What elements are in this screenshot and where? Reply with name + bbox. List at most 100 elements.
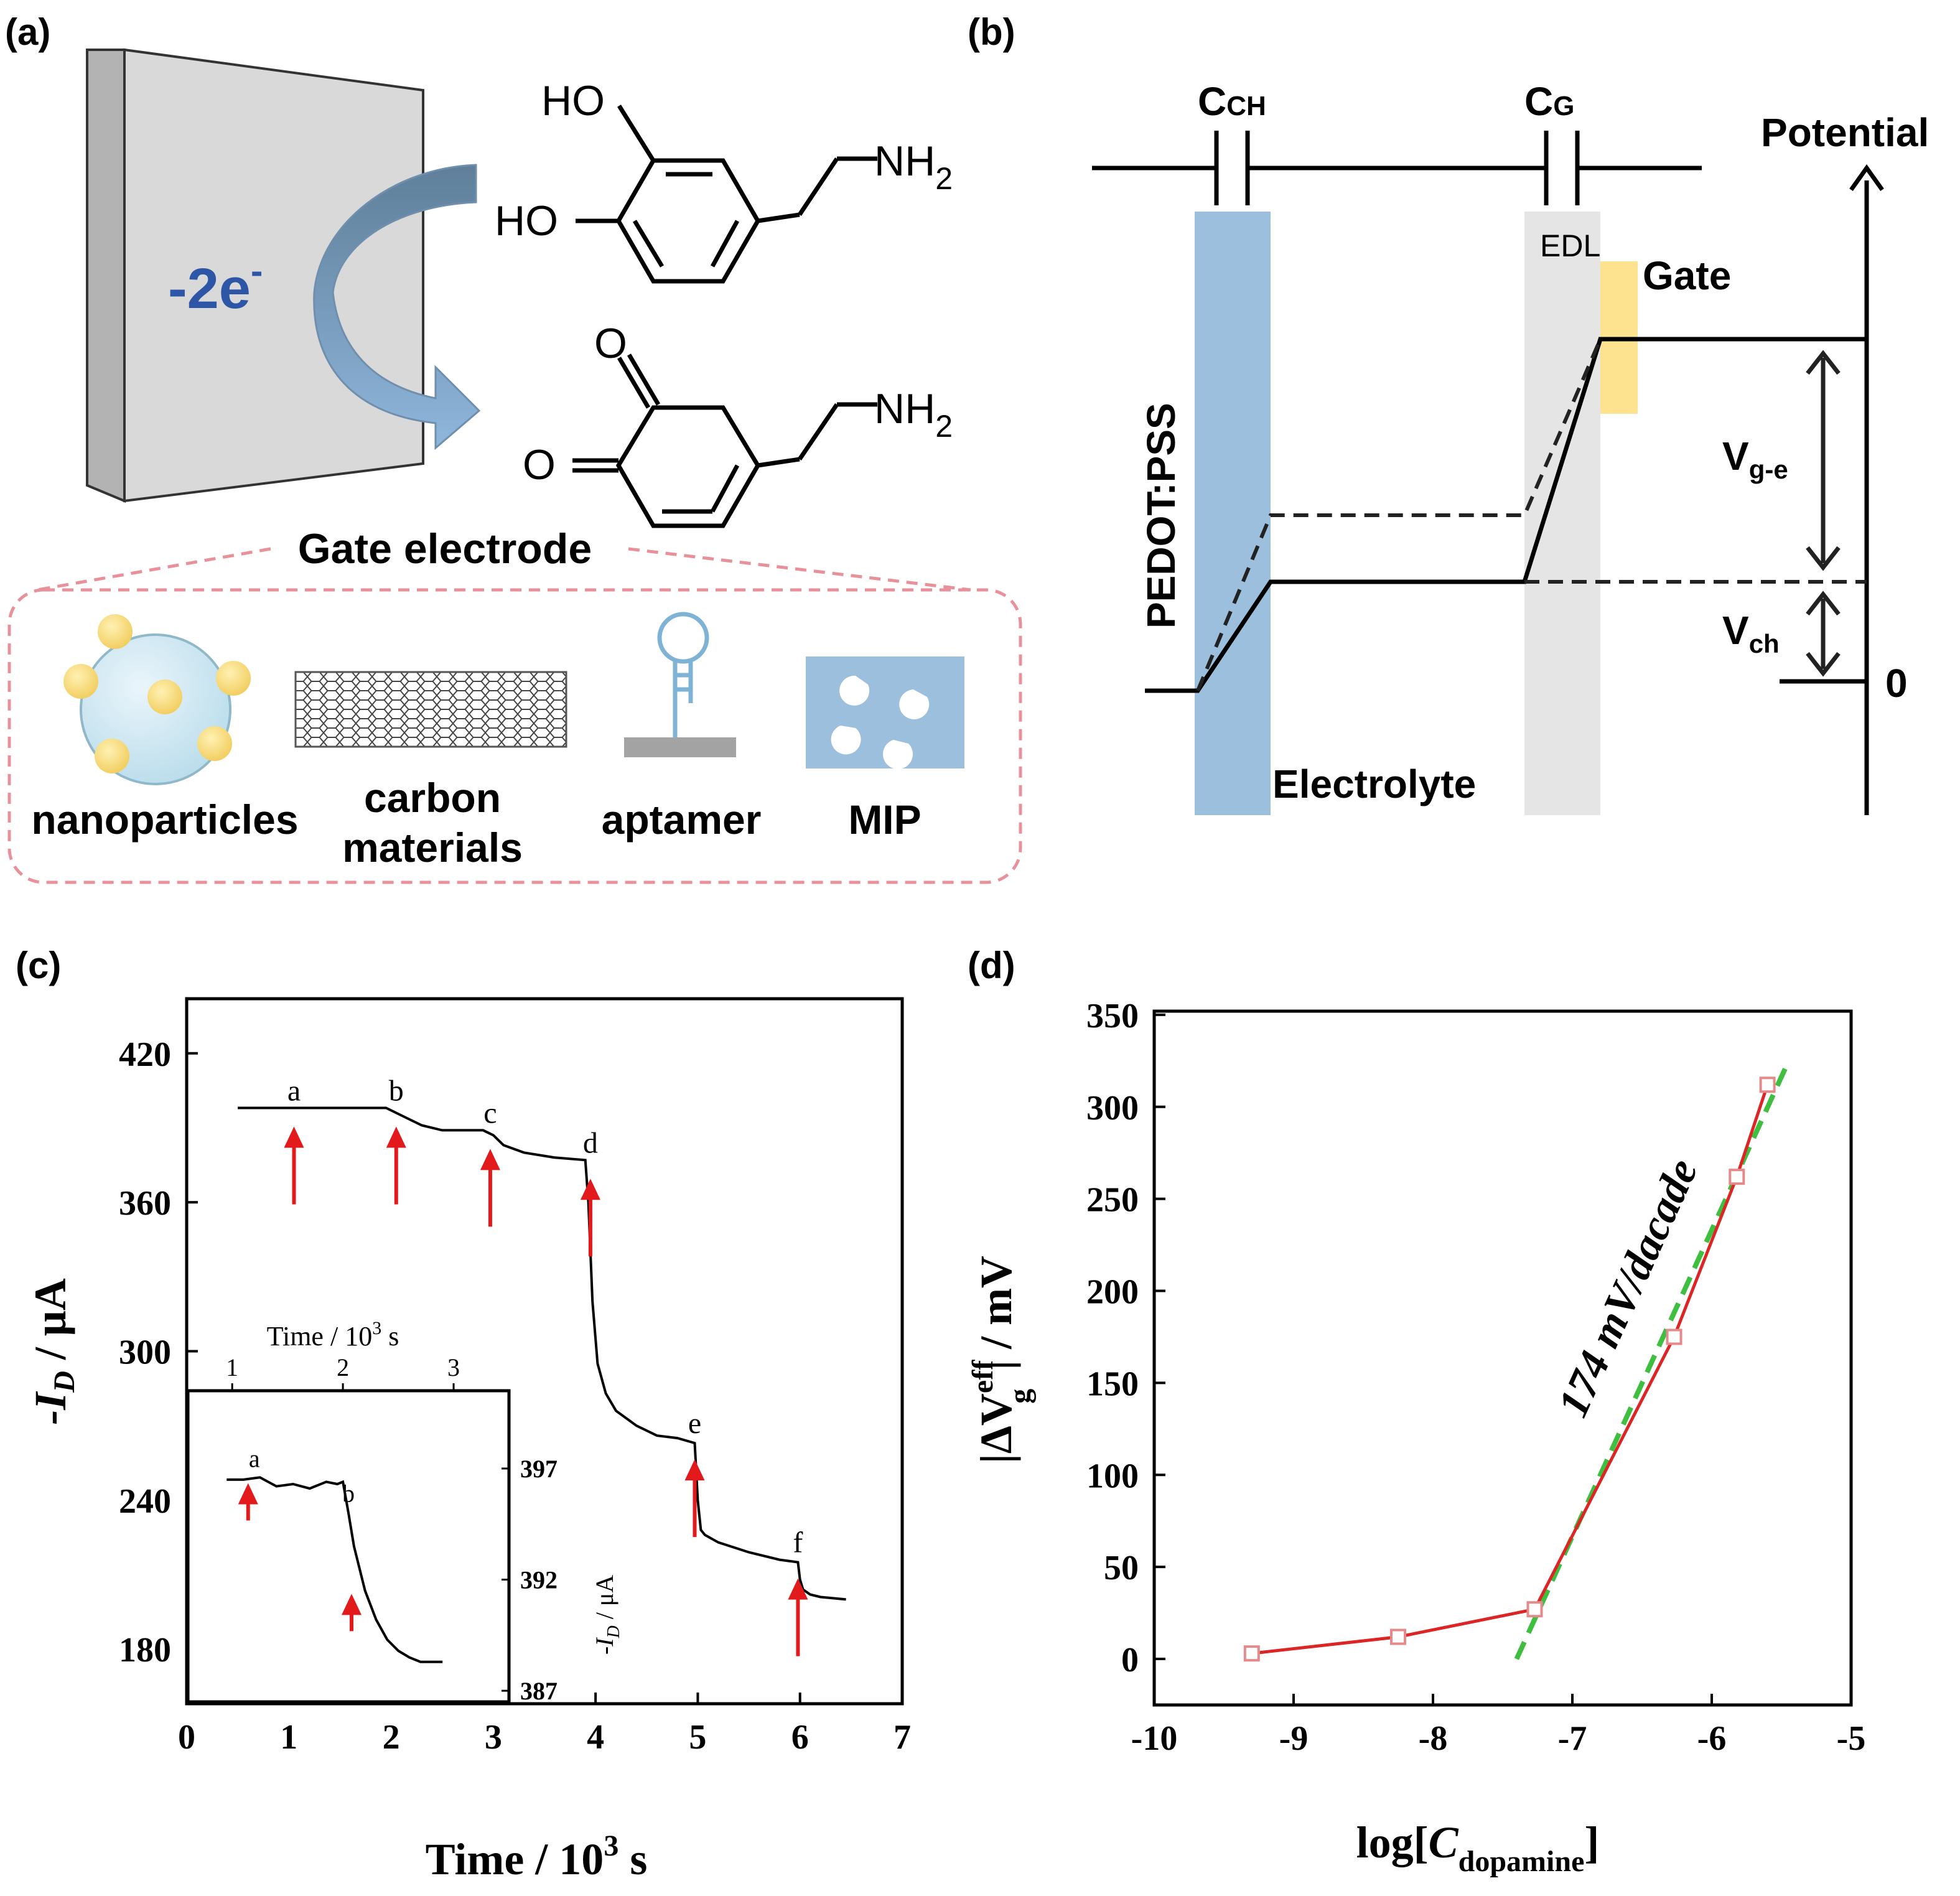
- pedot-pss-label: PEDOT:PSS: [1139, 403, 1183, 628]
- d-data-point: [1666, 1329, 1682, 1345]
- chart-c-inset-frame: [186, 1389, 511, 1704]
- modifier-label-materials: materials: [342, 824, 523, 871]
- c-event-arrow-c: [480, 1149, 500, 1227]
- v-ge-double-arrow: [1806, 350, 1841, 571]
- potential-profile-solid: [1145, 337, 1867, 693]
- d-data-point: [1729, 1169, 1745, 1185]
- d-xtick-label: -8: [1419, 1719, 1448, 1758]
- ci-event-arrow-a: [238, 1483, 258, 1521]
- c-ytick-label: 180: [119, 1631, 171, 1670]
- d-xtick-label: -6: [1697, 1719, 1727, 1758]
- c-event-arrow-e: [684, 1459, 705, 1538]
- edl-label: EDL: [1540, 228, 1600, 263]
- chart-c-current-trace: [238, 1106, 846, 1601]
- c-event-label-c: c: [483, 1096, 497, 1129]
- c-event-arrow-a-head: [284, 1126, 304, 1148]
- c-ytick-label: 300: [119, 1333, 171, 1372]
- c-event-arrow-e-head: [684, 1459, 705, 1481]
- c-event-label-d: d: [583, 1126, 598, 1159]
- chart-c-y-axis: 180 240 300 360 420: [119, 1035, 198, 1670]
- v-ge-label: Vg-e: [1722, 434, 1788, 484]
- v-ch-label: Vch: [1722, 608, 1780, 658]
- d-xtick-label: -9: [1279, 1719, 1309, 1758]
- quinone-amine-label: NH2: [874, 385, 953, 444]
- ci-xtick-label: 3: [447, 1353, 460, 1381]
- zero-potential-label: 0: [1885, 661, 1908, 706]
- chart-d-x-axis-title: log[Cdopamine]: [1356, 1818, 1600, 1878]
- c-xtick-label: 4: [587, 1718, 604, 1757]
- gate-electrode-callout-box: [7, 547, 1022, 884]
- aptamer-hairpin-icon: [624, 612, 736, 757]
- dopaquinone-structure: [572, 353, 877, 528]
- electron-transfer-label: -2e-: [168, 251, 263, 320]
- dopamine-hydroxyl-top: HO: [541, 77, 605, 124]
- dopamine-structure: [576, 105, 877, 284]
- dopamine-amine-label: NH2: [874, 138, 953, 196]
- c-xtick-label: 1: [280, 1718, 297, 1757]
- potential-profile-dashed: [1196, 338, 1602, 692]
- ci-event-arrow-b-head: [342, 1594, 362, 1615]
- chart-c-inset-y-axis-title: -ID / μA: [590, 1575, 623, 1655]
- d-ytick-label: 300: [1086, 1089, 1139, 1128]
- chart-d-fit-line: [1514, 1063, 1790, 1660]
- d-ytick-label: 0: [1121, 1641, 1139, 1679]
- d-ytick-label: 350: [1086, 997, 1139, 1035]
- c-event-arrow-d-head: [580, 1179, 600, 1200]
- carbon-nanotube-icon: [294, 671, 567, 748]
- panel-b-label: (b): [968, 11, 1015, 53]
- c-ytick-label: 420: [119, 1035, 171, 1074]
- d-ytick-label: 250: [1086, 1181, 1139, 1220]
- oxidation-arrow-icon: [313, 164, 481, 451]
- c-xtick-label: 5: [689, 1718, 706, 1757]
- c-event-arrow-a: [284, 1126, 304, 1205]
- dopamine-hydroxyl-bottom: HO: [495, 197, 558, 245]
- c-event-label-f: f: [793, 1526, 803, 1559]
- molecularly-imprinted-polymer-icon: [806, 656, 964, 769]
- gate-capacitance-label: CG: [1524, 79, 1574, 124]
- c-event-arrow-f: [788, 1578, 808, 1656]
- d-ytick-label: 200: [1086, 1273, 1139, 1312]
- c-ytick-label: 240: [119, 1482, 171, 1521]
- quinone-oxygen-bottom: O: [523, 441, 556, 488]
- ci-event-label-a: a: [249, 1444, 260, 1472]
- c-event-label-a: a: [287, 1075, 301, 1108]
- d-data-point: [1759, 1076, 1776, 1093]
- c-xtick-label: 2: [383, 1718, 400, 1757]
- chart-d-y-axis: 0 50 100 150 200 250 300 350: [1086, 997, 1165, 1679]
- c-event-arrow-b-head: [386, 1126, 406, 1148]
- equivalent-circuit: [1092, 131, 1702, 205]
- d-xtick-label: -7: [1558, 1719, 1587, 1758]
- ci-xtick-label: 2: [337, 1353, 349, 1381]
- d-xtick-label: -5: [1837, 1719, 1866, 1758]
- chart-c-y-axis-title: -ID / μA: [26, 1278, 81, 1425]
- quinone-oxygen-top: O: [594, 320, 627, 367]
- edl-band: [1524, 212, 1600, 815]
- d-xtick-label: -10: [1131, 1719, 1178, 1758]
- ci-ytick-label: 387: [520, 1677, 558, 1705]
- c-xtick-label: 6: [791, 1718, 809, 1757]
- potential-axis: [1849, 164, 1884, 815]
- d-ytick-label: 50: [1104, 1549, 1139, 1587]
- c-xtick-label: 0: [178, 1718, 195, 1757]
- chart-c-annotations: a b c d e f: [284, 1075, 808, 1656]
- chart-d-y-axis-title: |ΔVeffg| / mV: [966, 1256, 1037, 1464]
- chart-c-inset-x-axis-title: Time / 103 s: [267, 1318, 399, 1352]
- ci-ytick-label: 392: [520, 1566, 558, 1594]
- channel-capacitance-label: CCH: [1198, 79, 1266, 124]
- gate-label: Gate: [1643, 253, 1731, 298]
- ci-event-arrow-b: [342, 1594, 362, 1632]
- c-ytick-label: 360: [119, 1184, 171, 1223]
- c-event-arrow-f-head: [788, 1578, 808, 1600]
- d-ytick-label: 150: [1086, 1365, 1139, 1403]
- c-event-label-b: b: [389, 1075, 404, 1108]
- c-event-arrow-c-head: [480, 1149, 500, 1170]
- d-ytick-label: 100: [1086, 1457, 1139, 1495]
- modifier-label-aptamer: aptamer: [602, 796, 762, 843]
- modifier-label-mip: MIP: [848, 796, 921, 843]
- c-event-label-e: e: [688, 1407, 701, 1440]
- panel-a: (a) -2e- HO HO NH2: [5, 11, 1022, 884]
